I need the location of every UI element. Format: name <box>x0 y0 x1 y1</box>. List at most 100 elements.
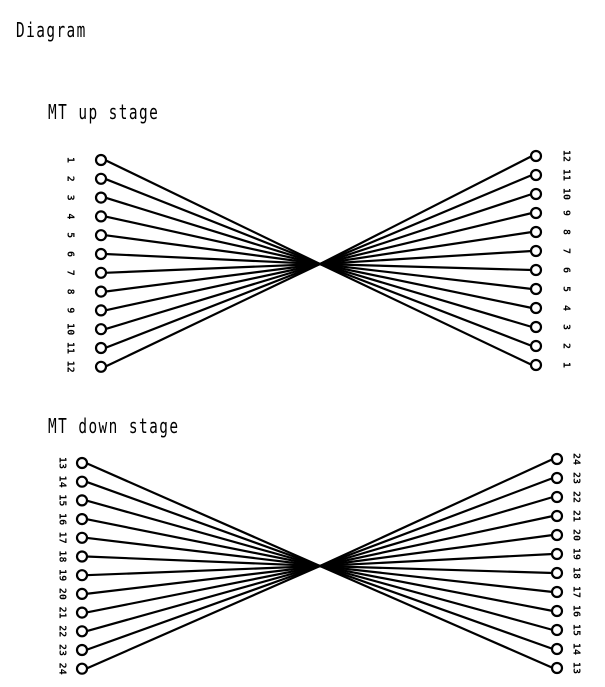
pin-left-15 <box>75 494 89 507</box>
pin-left-19 <box>75 569 89 582</box>
wire-right-20 <box>319 533 554 568</box>
wire-left-24 <box>85 564 321 670</box>
wire-left-12 <box>104 263 321 368</box>
pin-label-right: 16 <box>571 605 582 617</box>
wire-left-1 <box>104 159 321 265</box>
wire-left-11 <box>104 262 321 350</box>
pin-label-left: 8 <box>65 289 76 295</box>
pin-right-15 <box>550 623 564 637</box>
pin-label-right: 15 <box>571 624 582 636</box>
pin-label-left: 14 <box>57 476 68 488</box>
pin-label-right: 19 <box>571 548 582 560</box>
wire-right-11 <box>319 173 533 266</box>
wire-right-15 <box>319 564 554 632</box>
wire-right-22 <box>319 495 554 568</box>
pin-right-14 <box>550 642 564 656</box>
pin-left-17 <box>75 531 89 544</box>
pin-label-right: 12 <box>561 150 572 162</box>
pin-right-13 <box>550 661 564 675</box>
pin-right-21 <box>550 509 564 523</box>
wire-left-9 <box>104 262 321 312</box>
wire-right-23 <box>319 476 554 568</box>
wire-left-8 <box>104 262 321 293</box>
pin-label-left: 22 <box>57 625 68 637</box>
pin-label-right: 24 <box>571 453 582 465</box>
wire-right-19 <box>319 552 554 568</box>
wire-right-13 <box>319 564 554 670</box>
pin-right-6 <box>529 263 543 277</box>
wire-left-10 <box>104 262 321 331</box>
pin-left-5 <box>94 229 108 242</box>
pin-right-24 <box>550 452 564 466</box>
pin-label-right: 18 <box>571 567 582 579</box>
pin-label-right: 11 <box>561 169 572 181</box>
pin-label-left: 3 <box>65 195 76 201</box>
pin-left-11 <box>94 341 108 355</box>
pin-label-right: 13 <box>571 662 582 674</box>
pin-right-22 <box>550 490 564 504</box>
pin-label-right: 23 <box>571 472 582 484</box>
wire-left-22 <box>85 564 321 633</box>
wire-right-7 <box>319 249 533 266</box>
pin-label-right: 3 <box>561 324 572 330</box>
pin-left-8 <box>94 285 108 298</box>
pin-left-7 <box>94 266 108 279</box>
wire-left-4 <box>104 215 321 266</box>
wire-right-24 <box>319 458 554 567</box>
pin-label-left: 19 <box>57 569 68 581</box>
wire-right-4 <box>319 262 533 310</box>
pin-label-left: 7 <box>65 270 76 276</box>
pin-left-12 <box>94 360 108 373</box>
pin-label-right: 1 <box>561 362 572 368</box>
pin-label-left: 24 <box>57 663 68 675</box>
wire-left-5 <box>104 234 321 266</box>
pin-label-right: 10 <box>561 188 572 200</box>
pin-right-4 <box>529 301 543 315</box>
pin-label-left: 17 <box>57 532 68 544</box>
pin-label-right: 9 <box>561 210 572 216</box>
pin-label-right: 17 <box>571 586 582 598</box>
pin-label-left: 16 <box>57 513 68 525</box>
pin-right-20 <box>550 528 564 542</box>
wire-left-18 <box>85 555 321 568</box>
wire-left-23 <box>85 564 321 652</box>
pin-left-14 <box>75 475 89 488</box>
pin-right-17 <box>550 585 564 599</box>
pin-left-4 <box>94 210 108 223</box>
pin-label-left: 21 <box>57 607 68 619</box>
pin-left-3 <box>94 191 108 204</box>
pin-left-24 <box>75 662 89 675</box>
wire-left-19 <box>85 564 321 577</box>
pin-label-left: 5 <box>65 232 76 238</box>
stage-title-up: MT up stage <box>48 100 160 124</box>
pin-label-right: 2 <box>561 343 572 349</box>
wire-right-18 <box>319 564 554 575</box>
pin-right-23 <box>550 471 564 485</box>
pin-label-left: 2 <box>65 176 76 182</box>
pin-label-left: 23 <box>57 644 68 656</box>
wire-left-15 <box>85 499 321 568</box>
pin-label-right: 21 <box>571 510 582 522</box>
pin-left-6 <box>94 247 108 261</box>
wire-right-12 <box>319 155 533 265</box>
wire-right-9 <box>319 211 533 266</box>
pin-right-12 <box>529 149 543 163</box>
pin-right-1 <box>529 358 543 372</box>
page-title: Diagram <box>16 18 87 42</box>
pin-label-right: 8 <box>561 229 572 235</box>
pin-label-left: 1 <box>65 157 76 163</box>
pin-label-left: 6 <box>65 251 76 257</box>
pin-label-right: 4 <box>561 305 572 311</box>
wire-right-17 <box>319 564 554 594</box>
pin-left-13 <box>75 456 89 470</box>
pin-label-right: 6 <box>561 267 572 273</box>
pin-label-left: 15 <box>57 494 68 506</box>
wire-right-6 <box>319 262 533 272</box>
wire-left-20 <box>85 564 321 595</box>
pin-left-1 <box>94 153 108 167</box>
pin-right-8 <box>529 225 543 239</box>
pin-right-7 <box>529 244 543 258</box>
wire-right-10 <box>319 192 533 266</box>
